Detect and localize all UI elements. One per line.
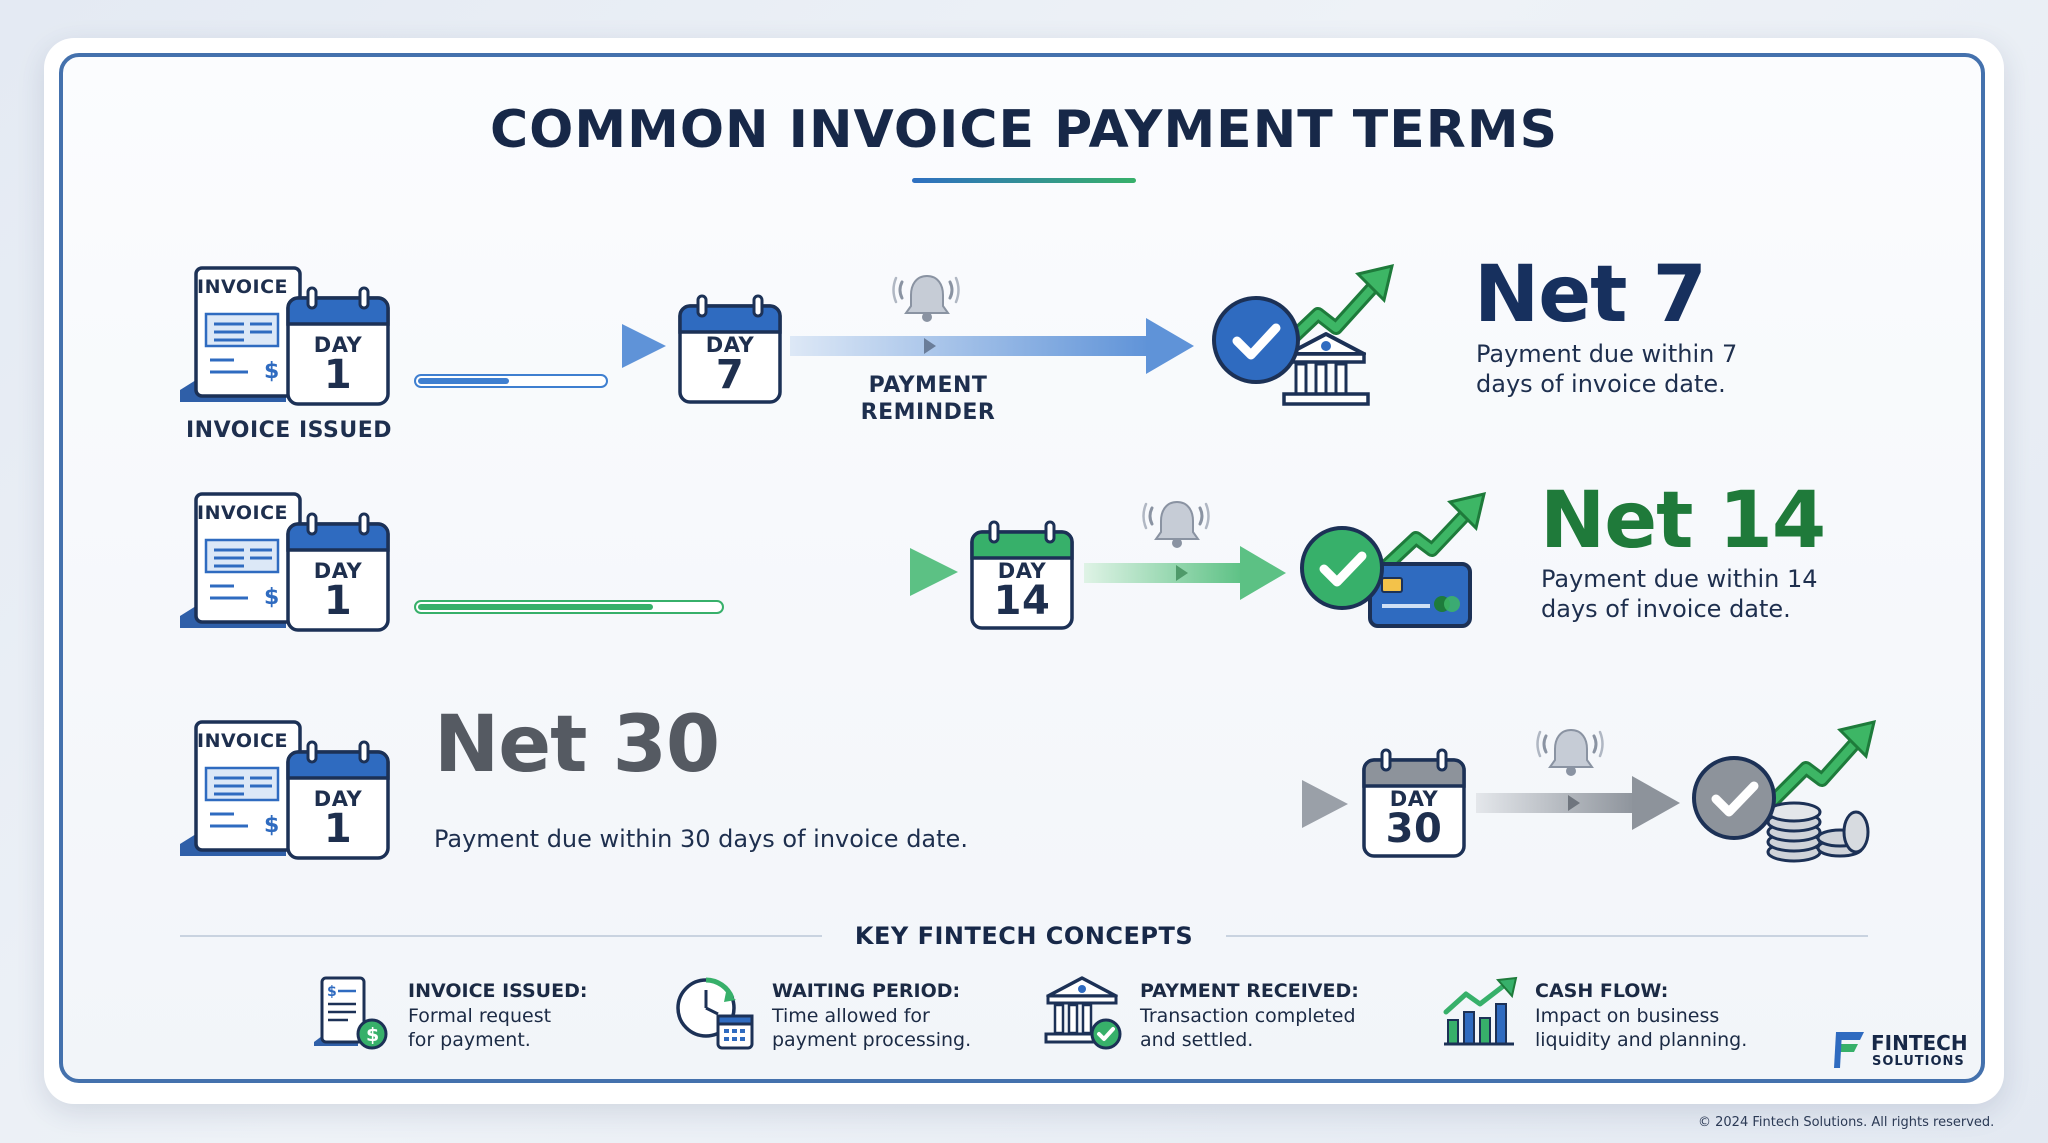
concept-title: CASH FLOW: xyxy=(1535,980,1669,1002)
due-calendar-icon xyxy=(970,520,1074,630)
bell-icon xyxy=(1142,500,1210,548)
day-label: DAY xyxy=(313,559,363,583)
title-underline xyxy=(912,178,1136,183)
invoice-issued-caption: INVOICE ISSUED xyxy=(186,418,392,443)
invoice-icon: $ xyxy=(180,492,390,632)
net-term-description: Payment due within 30 days of invoice da… xyxy=(434,825,968,853)
svg-text:$: $ xyxy=(264,359,279,384)
invoice-label: INVOICE xyxy=(197,730,288,752)
invoice-icon: $ xyxy=(180,266,390,406)
concept-title: PAYMENT RECEIVED: xyxy=(1140,980,1359,1002)
due-day-label: DAY xyxy=(1389,787,1439,811)
credit-card-check-growth-icon xyxy=(1300,491,1487,628)
net-term-title: Net 7 xyxy=(1474,250,1707,340)
net-term-description: Payment due within 7 days of invoice dat… xyxy=(1476,340,1738,398)
svg-text:$: $ xyxy=(327,984,337,1000)
bank-check-growth-icon xyxy=(1212,263,1395,406)
invoice-dollar-icon: $ $ xyxy=(314,976,388,1050)
waiting-progress-bar xyxy=(414,374,608,388)
fintech-logo-icon xyxy=(1834,1032,1864,1068)
waiting-progress-bar xyxy=(414,600,724,614)
concept-description: Transaction completed and settled. xyxy=(1140,1005,1356,1051)
waiting-progress-fill xyxy=(418,378,509,384)
svg-text:$: $ xyxy=(264,813,279,838)
dotted-arrow xyxy=(416,548,958,596)
page-title: COMMON INVOICE PAYMENT TERMS xyxy=(489,100,1559,160)
invoice-label: INVOICE xyxy=(197,502,288,524)
concepts-heading: KEY FINTECH CONCEPTS xyxy=(854,922,1194,950)
day-number: 1 xyxy=(323,806,353,852)
net-term-title: Net 14 xyxy=(1540,476,1826,566)
concept-description: Formal request for payment. xyxy=(408,1005,552,1051)
divider xyxy=(180,935,822,937)
coins-check-growth-icon xyxy=(1692,719,1877,863)
concept-title: INVOICE ISSUED: xyxy=(408,980,588,1002)
clock-calendar-icon xyxy=(676,977,754,1050)
svg-text:$: $ xyxy=(264,585,279,610)
due-calendar-icon xyxy=(678,294,782,404)
dotted-arrow xyxy=(418,780,1348,828)
bell-icon xyxy=(1536,728,1604,776)
due-day-number: 7 xyxy=(715,352,745,398)
concept-description: Time allowed for payment processing. xyxy=(772,1005,972,1051)
due-day-number: 14 xyxy=(993,578,1051,624)
bank-check-icon xyxy=(1044,976,1122,1050)
logo-name: FINTECH xyxy=(1871,1031,1968,1055)
due-calendar-icon xyxy=(1362,748,1466,858)
logo-subtitle: SOLUTIONS xyxy=(1872,1054,1965,1069)
net-term-description: Payment due within 14 days of invoice da… xyxy=(1541,565,1818,623)
due-day-number: 30 xyxy=(1385,806,1443,852)
waiting-progress-fill xyxy=(418,604,653,610)
payment-arrow xyxy=(790,318,1194,374)
divider xyxy=(1226,935,1868,937)
due-day-label: DAY xyxy=(705,333,755,357)
invoice-label: INVOICE xyxy=(197,276,288,298)
day-label: DAY xyxy=(313,787,363,811)
concept-title: WAITING PERIOD: xyxy=(772,980,961,1002)
day-number: 1 xyxy=(323,578,353,624)
payment-arrow xyxy=(1084,546,1286,600)
day-label: DAY xyxy=(313,333,363,357)
growth-chart-icon xyxy=(1443,976,1518,1046)
svg-text:$: $ xyxy=(366,1024,379,1046)
bell-icon xyxy=(892,274,960,322)
dotted-arrow xyxy=(416,324,666,368)
concept-description: Impact on business liquidity and plannin… xyxy=(1535,1005,1748,1051)
payment-reminder-caption: PAYMENT REMINDER xyxy=(860,373,996,425)
copyright: © 2024 Fintech Solutions. All rights res… xyxy=(1698,1115,1995,1130)
invoice-icon: $ xyxy=(180,720,390,860)
due-day-label: DAY xyxy=(997,559,1047,583)
payment-arrow xyxy=(1476,776,1680,830)
net-term-title: Net 30 xyxy=(434,700,720,790)
day-number: 1 xyxy=(323,352,353,398)
